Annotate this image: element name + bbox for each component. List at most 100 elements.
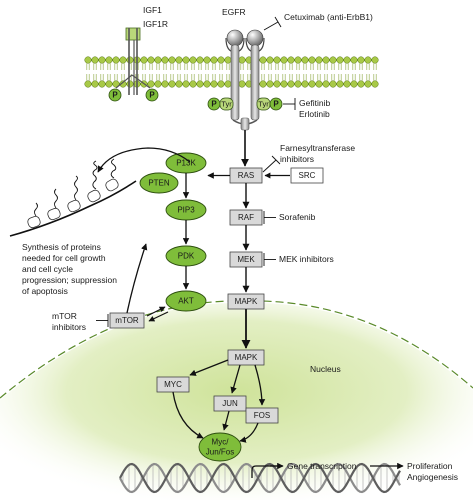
lipid-head <box>294 56 302 64</box>
lipid-head <box>147 56 155 64</box>
lipid-head <box>315 80 323 88</box>
lipid-head <box>98 56 106 64</box>
lipid-head <box>217 80 225 88</box>
lipid-head <box>371 80 379 88</box>
svg-text:MEK: MEK <box>237 255 255 264</box>
synthesis-line-2: needed for cell growth <box>22 253 106 263</box>
lipid-head <box>238 56 246 64</box>
lipid-head <box>154 80 162 88</box>
lipid-head <box>154 56 162 64</box>
egfr-phospho-right: Tyr P <box>256 97 283 111</box>
farnesyl-inhibit-bar <box>271 155 281 165</box>
mtor-inhibitors-label-1: mTOR <box>52 311 77 321</box>
lipid-head <box>119 56 127 64</box>
synthesis-line-3: and cell cycle <box>22 264 73 274</box>
cetuximab-inhibit-bar <box>274 16 282 28</box>
mapk-to-jun-arrow <box>230 364 241 394</box>
lipid-head <box>203 56 211 64</box>
lipid-head <box>182 56 190 64</box>
lipid-head <box>336 56 344 64</box>
lipid-head <box>273 80 281 88</box>
lipid-head <box>308 80 316 88</box>
gene-transcription-label: Gene transcription <box>287 461 357 471</box>
lipid-head <box>371 56 379 64</box>
svg-text:AKT: AKT <box>178 297 194 306</box>
lipid-head <box>161 80 169 88</box>
lipid-head <box>280 80 288 88</box>
svg-text:P: P <box>273 100 279 109</box>
lipid-head <box>357 80 365 88</box>
dna-strand <box>119 462 401 494</box>
svg-text:P: P <box>211 100 217 109</box>
lipid-head <box>329 56 337 64</box>
mek-inhibitors-label: MEK inhibitors <box>279 254 334 264</box>
lipid-head <box>322 56 330 64</box>
svg-text:RAF: RAF <box>238 213 254 222</box>
mapk-node: MAPK <box>227 293 265 310</box>
lipid-head <box>217 56 225 64</box>
lipid-head <box>126 56 134 64</box>
lipid-head <box>294 80 302 88</box>
lipid-head <box>168 80 176 88</box>
jun-to-complex-arrow <box>222 410 230 431</box>
lipid-head <box>91 56 99 64</box>
lipid-head <box>105 80 113 88</box>
lipid-head <box>175 56 183 64</box>
lipid-head <box>189 56 197 64</box>
lipid-head <box>140 56 148 64</box>
igf1-label: IGF1 <box>143 5 162 15</box>
lipid-head <box>147 80 155 88</box>
lipid-head <box>210 56 218 64</box>
svg-text:JUN: JUN <box>222 399 238 408</box>
ras-node: RAS <box>229 167 263 184</box>
svg-text:mTOR: mTOR <box>115 316 139 325</box>
lipid-head <box>350 80 358 88</box>
lipid-head <box>168 56 176 64</box>
lipid-head <box>112 56 120 64</box>
lipid-head <box>91 80 99 88</box>
lipid-head <box>196 56 204 64</box>
svg-text:MAPK: MAPK <box>235 353 258 362</box>
lipid-head <box>308 56 316 64</box>
lipid-head <box>84 56 92 64</box>
myc-jun-fos-complex: Myc/ Jun/Fos <box>198 432 242 462</box>
farnesyl-inhibit-line <box>262 159 277 173</box>
svg-text:P: P <box>112 91 118 100</box>
akt-node: AKT <box>165 290 207 312</box>
fos-to-complex-arrow <box>239 422 259 443</box>
lipid-head <box>301 80 309 88</box>
mek-node: MEK <box>229 251 263 268</box>
svg-text:P: P <box>149 91 155 100</box>
svg-text:MYC: MYC <box>164 380 182 389</box>
lipid-head <box>336 80 344 88</box>
src-node: SRC <box>290 167 324 184</box>
lipid-head <box>350 56 358 64</box>
raf-node: RAF <box>229 209 263 226</box>
lipid-head <box>105 56 113 64</box>
jun-node: JUN <box>213 395 247 412</box>
lipid-head <box>161 56 169 64</box>
lipid-head <box>322 80 330 88</box>
mapk-to-fos-arrow <box>254 364 266 406</box>
lipid-head <box>224 56 232 64</box>
sorafenib-label: Sorafenib <box>279 212 316 222</box>
lipid-head <box>210 80 218 88</box>
lipid-head <box>364 80 372 88</box>
lipid-head <box>287 56 295 64</box>
igf1r-receptor <box>115 27 151 95</box>
igf1r-phospho-left: P <box>108 88 122 102</box>
svg-text:MAPK: MAPK <box>235 297 258 306</box>
cetuximab-label: Cetuximab (anti-ErbB1) <box>284 12 373 22</box>
farnesyl-label-2: inhibitors <box>280 154 314 164</box>
egfr-receptor <box>225 29 265 131</box>
mapk-nuclear-node: MAPK <box>227 349 265 366</box>
pip3-node: PIP3 <box>165 199 207 221</box>
cetuximab-inhibit-line <box>263 21 279 31</box>
lipid-head <box>301 56 309 64</box>
svg-text:FOS: FOS <box>254 411 270 420</box>
lipid-head <box>280 56 288 64</box>
ribosome-mrna-icon <box>9 147 191 237</box>
erlotinib-label: Erlotinib <box>299 109 330 119</box>
cell-membrane <box>84 56 379 88</box>
gefitinib-label: Gefitinib <box>299 98 330 108</box>
